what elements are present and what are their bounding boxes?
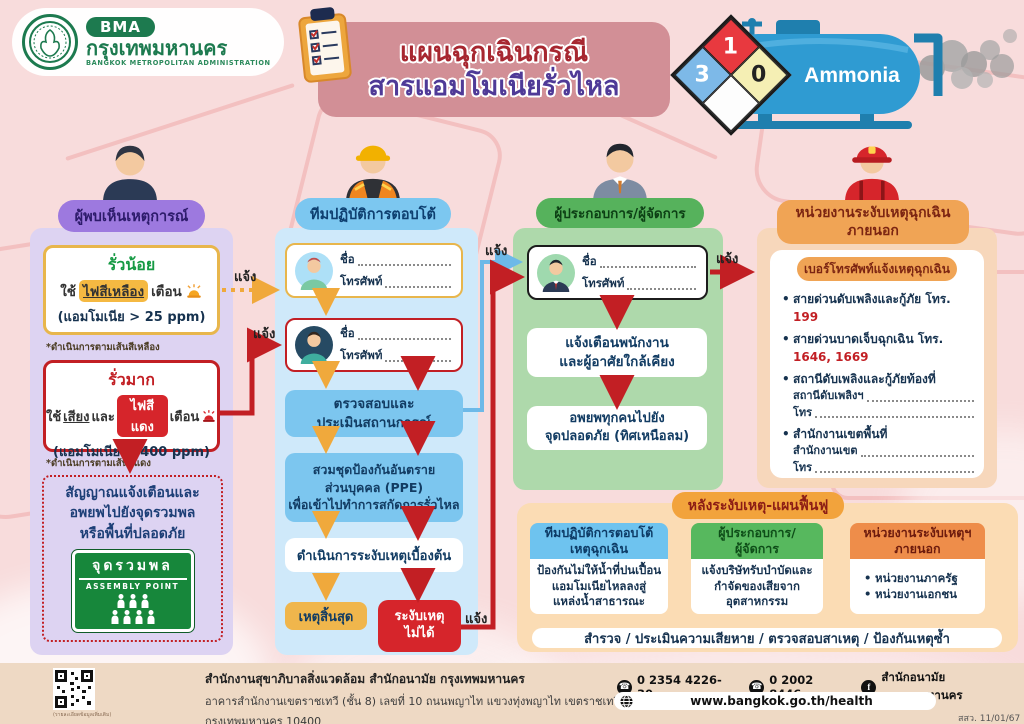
recovery-footer-bar: สำรวจ / ประเมินความเสียหาย / ตรวจสอบสาเห…	[532, 628, 1002, 648]
responder-2-avatar	[295, 326, 333, 364]
local-fire-station: สถานีดับเพลิงและกู้ภัยท้องที่	[782, 370, 976, 388]
minor-leak-ppm: (แอมโมเนีย > 25 ppm)	[57, 310, 206, 325]
responder-contact-card-1: ชื่อ โทรศัพท์	[285, 243, 463, 298]
manager-card-avatar	[537, 253, 575, 292]
poster-title: แผนฉุกเฉินกรณี สารแอมโมเนียรั่วไหล	[318, 22, 670, 117]
smoke	[919, 29, 1017, 89]
emergency-numbers-box: เบอร์โทรศัพท์แจ้งเหตุฉุกเฉิน สายด่วนดับเ…	[770, 250, 984, 478]
bma-logo: BMA กรุงเทพมหานคร BANGKOK METROPOLITAN A…	[12, 8, 284, 76]
title-line-2: สารแอมโมเนียรั่วไหล	[368, 70, 620, 102]
suppression-failed-box: ระงับเหตุไม่ได้	[378, 600, 461, 652]
response-panel	[275, 228, 478, 655]
footer-address-line2: กรุงเทพมหานคร 10400	[205, 715, 322, 724]
phone-icon: ☎	[749, 679, 765, 695]
assembly-point-sign: จุดรวมพล ASSEMBLY POINT	[71, 549, 194, 632]
warn-employees-box: แจ้งเตือนพนักงานและผู้อาศัยใกล้เคียง	[527, 328, 707, 377]
major-leak-title: รั่วมาก	[108, 370, 155, 389]
step-ppe: สวมชุดป้องกันอันตรายส่วนบุคคล (PPE)เพื่อ…	[285, 453, 463, 522]
notify-label: แจ้ง	[234, 270, 257, 285]
notify-label: แจ้ง	[485, 244, 508, 259]
red-light-chip: ไฟสีแดง	[116, 395, 168, 437]
bma-thai-name: กรุงเทพมหานคร	[86, 36, 228, 60]
step-assess: ตรวจสอบและประเมินสถานการณ์	[285, 390, 463, 437]
qr-caption: (รายละเอียดข้อมูลเพิ่มเติม)	[53, 712, 112, 718]
title-line-1: แผนฉุกเฉินกรณี	[399, 36, 589, 68]
footer-website: www.bangkok.go.th/health	[690, 694, 873, 708]
witness-avatar	[94, 138, 166, 204]
assembly-point-english: ASSEMBLY POINT	[85, 581, 180, 591]
recovery-card1-body: ป้องกันไม่ให้น้ำที่ปนเปื้อนแอมโมเนียไหลล…	[530, 559, 668, 614]
responder-contact-card-2: ชื่อ โทรศัพท์	[285, 318, 463, 372]
bma-seal-icon	[22, 14, 78, 70]
manager-contact-card: ชื่อ โทรศัพท์	[527, 245, 708, 300]
footer-address-line1: อาคารสำนักงานเขตราชเทวี (ชั้น 8) เลขที่ …	[205, 695, 620, 708]
red-siren-icon	[203, 410, 216, 422]
notify-label: แจ้ง	[465, 612, 488, 627]
minor-leak-box: รั่วน้อย ใช้ ไฟสีเหลือง เตือน (แอมโมเนีย…	[43, 245, 220, 335]
incident-ended-box: เหตุสิ้นสุด	[285, 602, 367, 630]
major-leak-note: *ดำเนินการตามเส้นสีแดง	[46, 458, 151, 469]
responder-1-avatar	[295, 251, 333, 290]
assembly-point-thai: จุดรวมพล	[78, 555, 187, 580]
phone-icon: ☎	[617, 679, 632, 695]
witness-header: ผู้พบเห็นเหตุการณ์	[58, 200, 205, 232]
external-header: หน่วยงานระงับเหตุฉุกเฉินภายนอก	[777, 200, 969, 244]
qr-code: (รายละเอียดข้อมูลเพิ่มเติม)	[53, 668, 111, 719]
footer-website-pill: www.bangkok.go.th/health	[614, 692, 936, 710]
step-initial-suppression: ดำเนินการระงับเหตุเบื้องต้น	[285, 538, 463, 572]
footer-phone-1: ☎0 2354 4226-30	[617, 673, 733, 701]
minor-leak-title: รั่วน้อย	[107, 255, 156, 274]
recovery-card2-header: ผู้ประกอบการ/ผู้จัดการ	[691, 523, 823, 559]
notify-label: แจ้ง	[253, 327, 276, 342]
phone-numbers-list: สายด่วนดับเพลิงและกู้ภัย โทร. 199 สายด่ว…	[782, 290, 976, 476]
major-leak-instruction: ใช้เสียง และ ไฟสีแดง เตือน	[46, 395, 217, 437]
clipboard-icon	[296, 6, 354, 86]
response-team-avatar	[337, 134, 409, 204]
notify-label: แจ้ง	[716, 252, 739, 267]
globe-icon	[620, 694, 633, 708]
recovery-card3-header: หน่วยงานระงับเหตุฯภายนอก	[850, 523, 985, 559]
hotline-medical: สายด่วนบาดเจ็บฉุกเฉิน โทร. 1646, 1669	[782, 330, 976, 366]
phone-numbers-header: เบอร์โทรศัพท์แจ้งเหตุฉุกเฉิน	[797, 257, 957, 281]
firefighter-avatar	[836, 134, 908, 204]
evacuate-upwind-box: อพยพทุกคนไปยังจุดปลอดภัย (ทิศเหนือลม)	[527, 406, 707, 450]
recovery-card3-body: หน่วยงานภาครัฐ หน่วยงานเอกชน	[850, 559, 985, 614]
operator-header: ผู้ประกอบการ/ผู้จัดการ	[536, 198, 704, 228]
evacuation-box: สัญญาณแจ้งเตือนและ อพยพไปยังจุดรวมพล หรื…	[42, 475, 223, 642]
response-header: ทีมปฏิบัติการตอบโต้	[295, 198, 451, 230]
tank-label: Ammonia	[804, 64, 900, 87]
minor-leak-instruction: ใช้ ไฟสีเหลือง เตือน	[46, 280, 217, 302]
district-office: สำนักงานเขตพื้นที่	[782, 425, 976, 443]
major-leak-box: รั่วมาก ใช้เสียง และ ไฟสีแดง เตือน (แอมโ…	[43, 360, 220, 460]
assembly-people-icons	[79, 609, 187, 624]
facebook-icon: f	[861, 679, 877, 695]
assembly-people-icons	[79, 593, 187, 608]
recovery-card2-body: แจ้งบริษัทรับบำบัดและกำจัดของเสียจากอุตส…	[691, 559, 823, 614]
footer-org-name: สำนักงานสุขาภิบาลสิ่งแวดล้อม สำนักอนามัย…	[205, 672, 525, 686]
bma-english-name: BANGKOK METROPOLITAN ADMINISTRATION	[86, 59, 271, 67]
manager-avatar	[584, 134, 656, 204]
footer-doc-code: สสว. 11/01/67	[958, 714, 1021, 724]
yellow-light-chip: ไฟสีเหลือง	[78, 280, 149, 302]
hotline-fire: สายด่วนดับเพลิงและกู้ภัย โทร. 199	[782, 290, 976, 326]
footer-address-block: สำนักงานสุขาภิบาลสิ่งแวดล้อม สำนักอนามัย…	[205, 670, 625, 724]
bma-acronym: BMA	[86, 17, 155, 37]
recovery-title: หลังระงับเหตุ-แผนฟื้นฟู	[672, 492, 844, 519]
footer-bar: (รายละเอียดข้อมูลเพิ่มเติม) สำนักงานสุขา…	[0, 663, 1024, 724]
footer-phone-2: ☎0 2002 8446	[749, 673, 845, 701]
evacuation-text: สัญญาณแจ้งเตือนและ อพยพไปยังจุดรวมพล หรื…	[65, 485, 200, 542]
minor-leak-note: *ดำเนินการตามเส้นสีเหลือง	[46, 342, 160, 353]
recovery-card1-header: ทีมปฏิบัติการตอบโต้เหตุฉุกเฉิน	[530, 523, 668, 559]
yellow-siren-icon	[187, 284, 201, 298]
